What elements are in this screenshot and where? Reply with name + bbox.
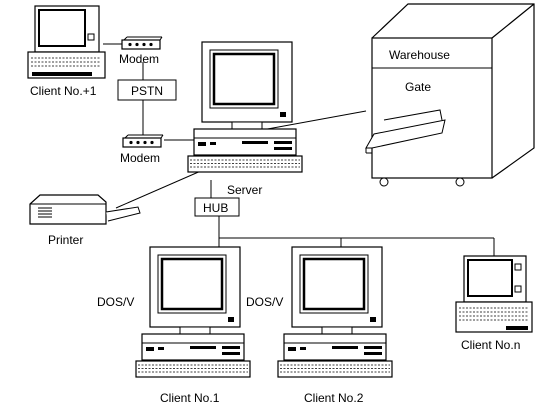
- warehouse-icon: [365, 3, 535, 187]
- gate-label: Gate: [405, 80, 431, 94]
- client1-os-label: DOS/V: [97, 295, 134, 309]
- clientn-label: Client No.n: [461, 338, 520, 352]
- printer-label: Printer: [48, 233, 83, 247]
- laptop-icon: [27, 5, 106, 79]
- client2-os-label: DOS/V: [246, 295, 283, 309]
- modem-bottom-label: Modem: [120, 151, 160, 165]
- pstn-label: PSTN: [131, 84, 163, 98]
- laptop-n-icon: [455, 255, 533, 333]
- client2-label: Client No.2: [304, 391, 364, 405]
- pstn-box: [117, 79, 177, 101]
- server-computer-icon: [186, 40, 304, 174]
- hub-box: [194, 197, 240, 217]
- client-remote-label: Client No.+1: [30, 84, 97, 98]
- client1-label: Client No.1: [160, 391, 220, 405]
- modem-top-label: Modem: [119, 52, 159, 66]
- printer-icon: [29, 194, 141, 225]
- modem-bottom-icon: [122, 134, 164, 148]
- modem-top-icon: [121, 36, 163, 50]
- client1-computer-icon: [134, 245, 252, 379]
- warehouse-label: Warehouse: [389, 48, 450, 62]
- server-label: Server: [227, 183, 262, 197]
- client2-computer-icon: [276, 245, 394, 379]
- hub-label: HUB: [203, 201, 228, 215]
